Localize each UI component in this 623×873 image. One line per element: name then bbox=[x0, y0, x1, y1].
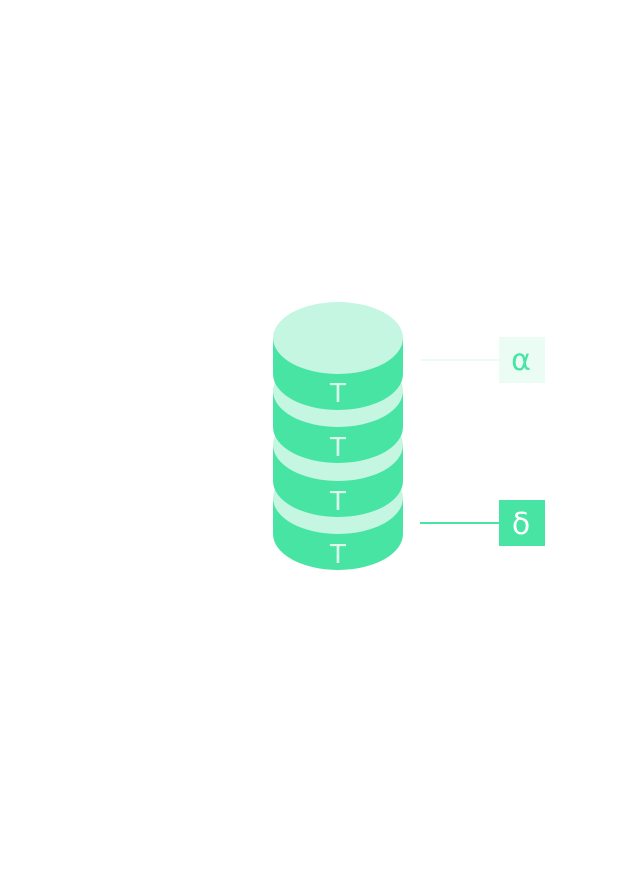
disk-4-label: T bbox=[329, 540, 346, 570]
callout-bottom: δ bbox=[420, 500, 545, 546]
callout-bottom-text: δ bbox=[512, 507, 530, 542]
disk-3-label: T bbox=[329, 487, 346, 517]
callout-top-box bbox=[499, 337, 545, 383]
disk-2-label: T bbox=[329, 433, 346, 463]
disk-1-top bbox=[273, 302, 403, 374]
callout-top: α bbox=[421, 337, 545, 383]
callout-bottom-box bbox=[499, 500, 545, 546]
disk-1: T bbox=[273, 302, 403, 410]
disk-1-label: T bbox=[329, 379, 346, 409]
callout-top-text: α bbox=[511, 343, 531, 378]
